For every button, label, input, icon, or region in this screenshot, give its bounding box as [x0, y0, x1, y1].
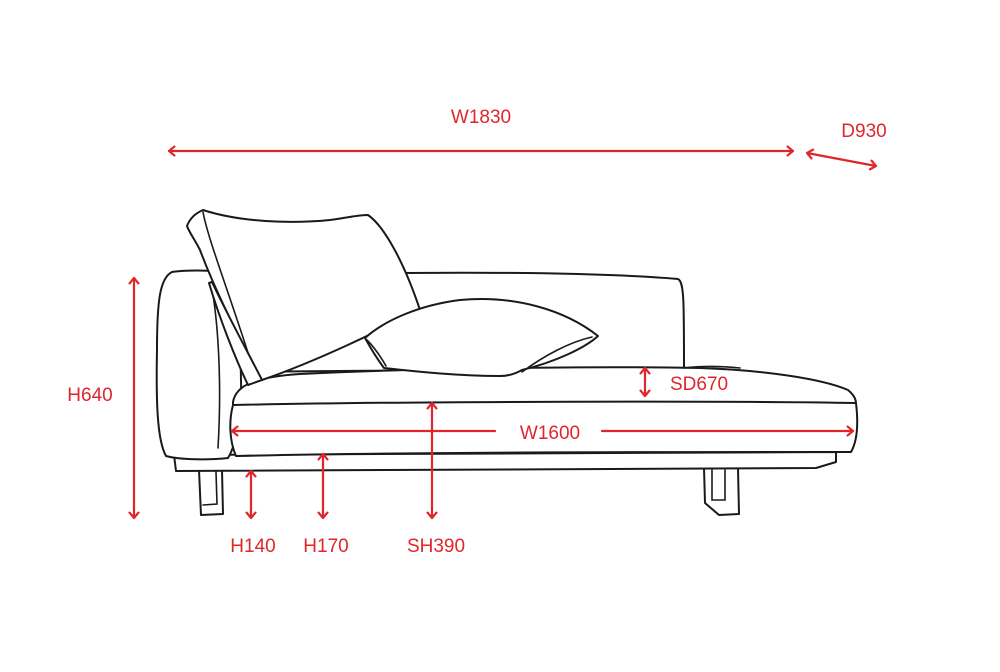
base-height-arrow [317, 452, 329, 520]
seat-cushion-front [229, 400, 859, 457]
right-leg [703, 467, 740, 516]
seat-height-arrow [426, 401, 438, 520]
label-base-height: H170 [303, 536, 348, 557]
label-overall-width: W1830 [451, 107, 511, 128]
throw-pillow [364, 298, 599, 377]
leg-height-arrow [245, 469, 257, 520]
label-leg-height: H140 [230, 536, 275, 557]
label-seat-width: W1600 [520, 423, 580, 444]
dimension-annotations [128, 145, 878, 520]
dimension-labels: W1830 D930 H640 SD670 W1600 H140 H170 SH… [67, 107, 886, 557]
left-leg [198, 469, 224, 516]
label-seat-height: SH390 [407, 536, 465, 557]
sofa-illustration [155, 209, 859, 516]
seat-width-arrow [230, 425, 855, 437]
label-total-height: H640 [67, 385, 112, 406]
depth-arrow [805, 148, 878, 171]
label-seat-depth: SD670 [670, 374, 728, 395]
total-height-arrow [128, 276, 140, 520]
seat-depth-arrow [639, 366, 651, 398]
back-cushion-side [208, 281, 263, 386]
seat-cushion-top [232, 366, 857, 407]
label-depth: D930 [841, 121, 886, 142]
overall-width-arrow [167, 145, 795, 157]
